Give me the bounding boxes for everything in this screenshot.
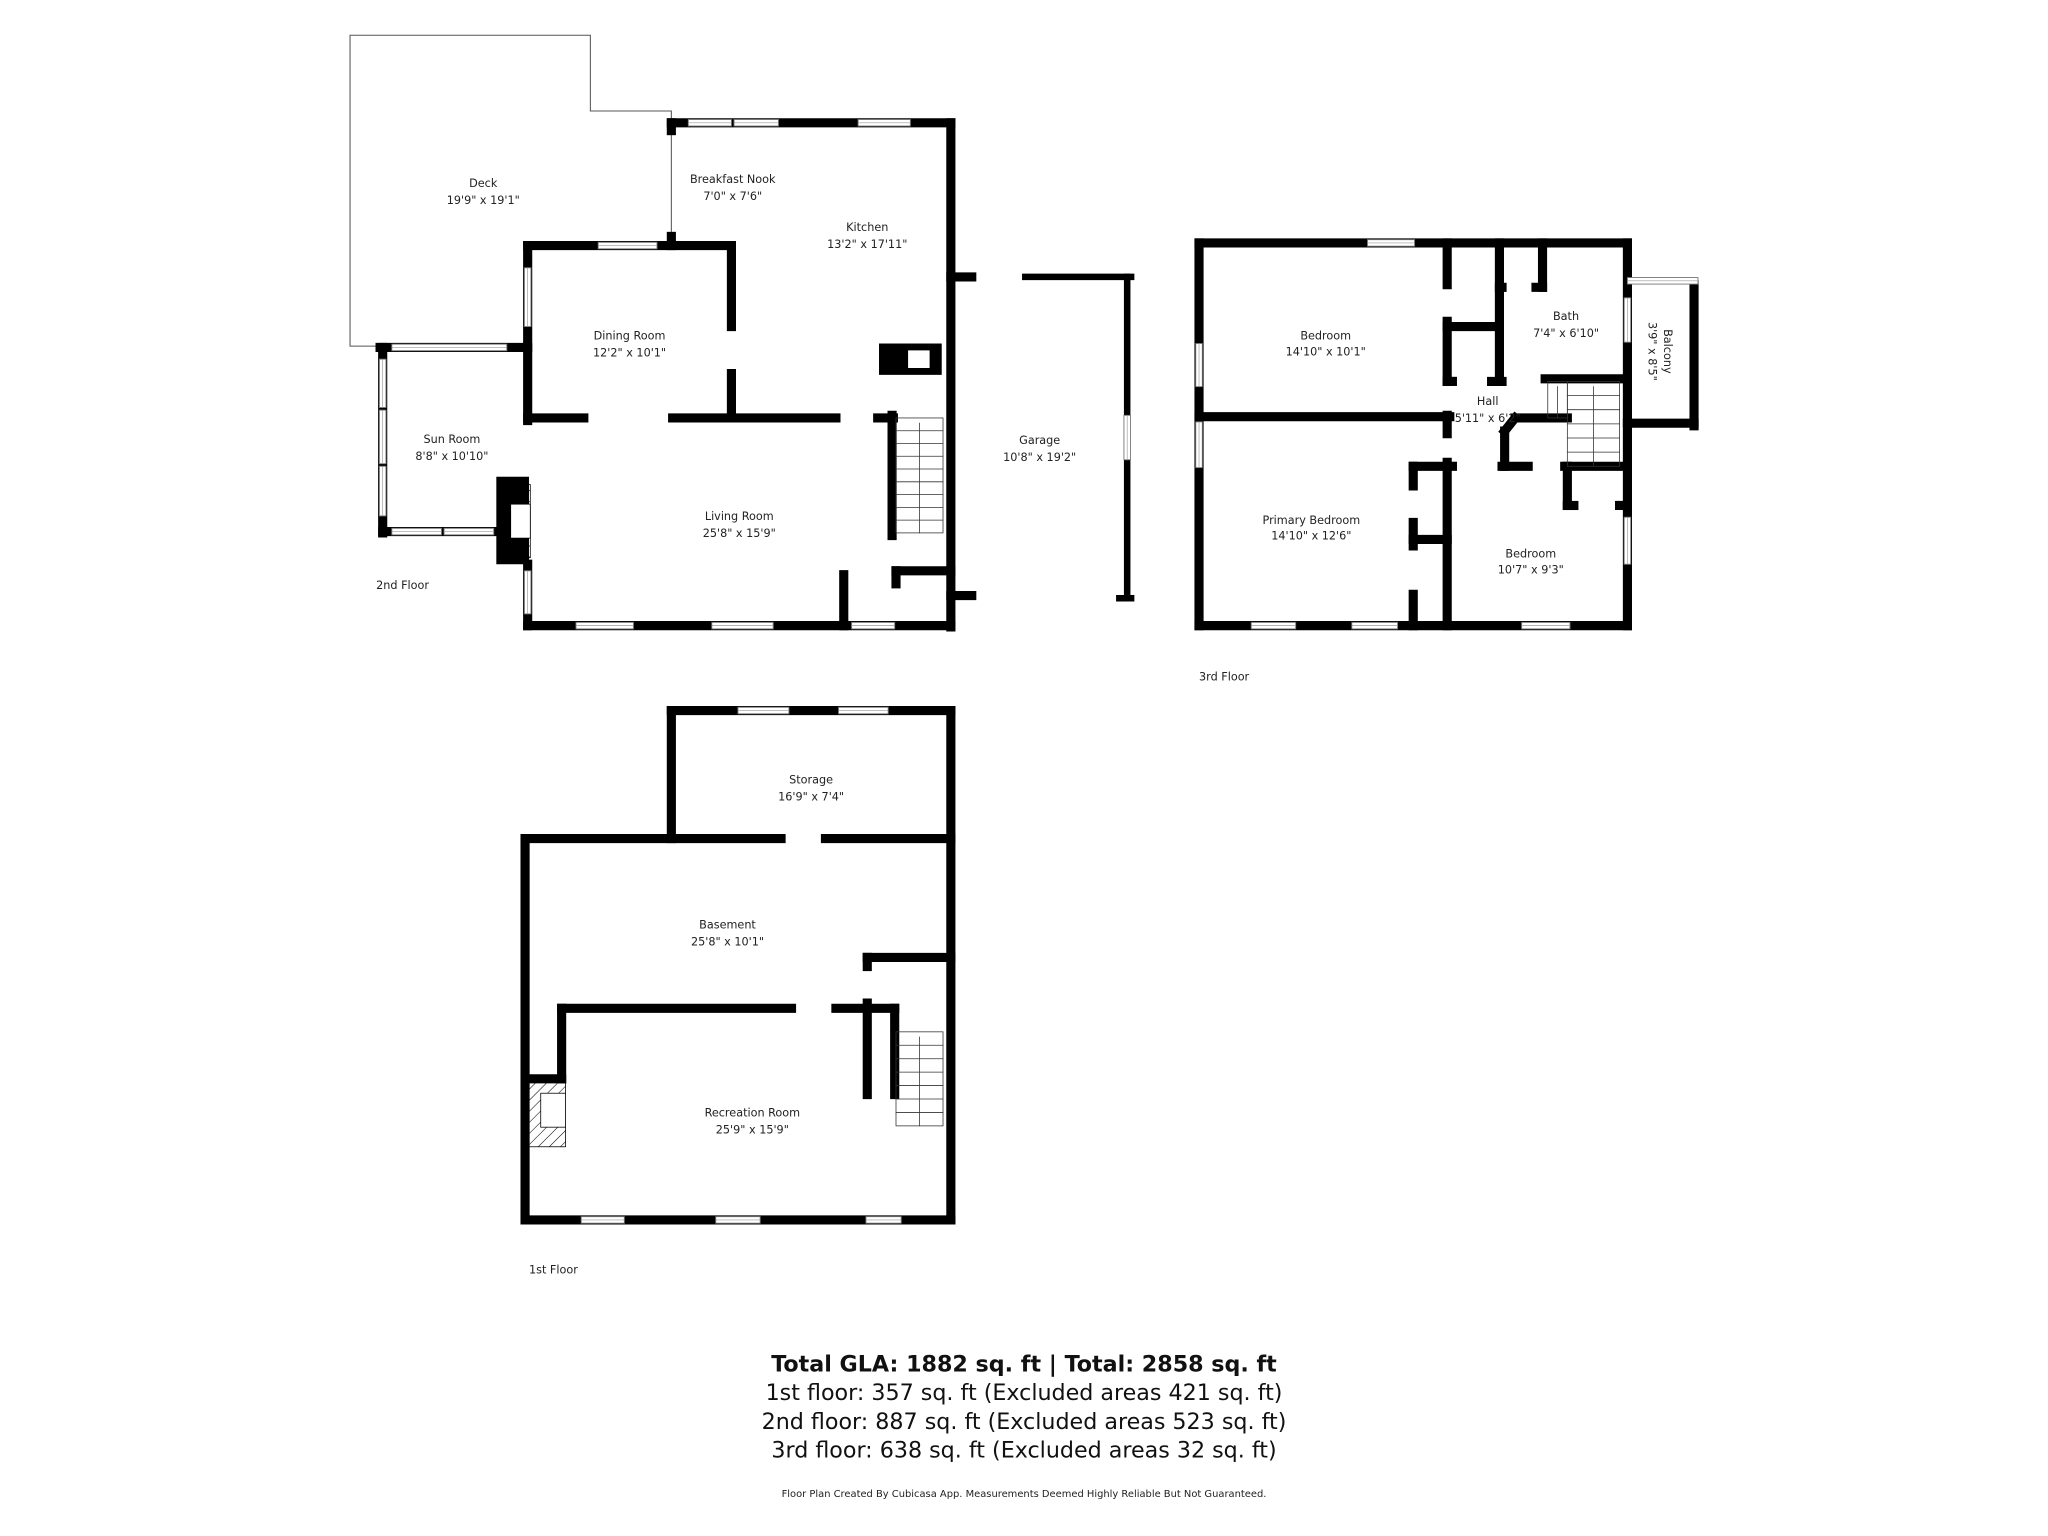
- room-size-kitchen: 13'2" x 17'11": [827, 238, 907, 251]
- room-name-recreation-room: Recreation Room: [705, 1107, 801, 1120]
- room-name-bedroom-2: Bedroom: [1505, 548, 1556, 561]
- room-size-sun-room: 8'8" x 10'10": [415, 450, 488, 463]
- room-size-hall: 5'11" x 6'2": [1455, 412, 1521, 425]
- room-name-balcony: Balcony: [1661, 329, 1674, 374]
- room-name-primary-bedroom: Primary Bedroom: [1263, 514, 1361, 527]
- room-size-bedroom-1: 14'10" x 10'1": [1286, 345, 1366, 358]
- room-size-storage: 16'9" x 7'4": [778, 791, 844, 804]
- room-size-bath: 7'4" x 6'10": [1533, 327, 1599, 340]
- room-size-dining-room: 12'2" x 10'1": [593, 347, 666, 360]
- room-name-living-room: Living Room: [705, 510, 774, 523]
- summary-2nd-floor: 2nd floor: 887 sq. ft (Excluded areas 52…: [762, 1409, 1287, 1435]
- room-size-breakfast-nook: 7'0" x 7'6": [703, 190, 762, 203]
- room-name-kitchen: Kitchen: [846, 221, 888, 234]
- room-size-garage: 10'8" x 19'2": [1003, 451, 1076, 464]
- room-name-garage: Garage: [1019, 434, 1060, 447]
- room-size-recreation-room: 25'9" x 15'9": [716, 1124, 789, 1137]
- room-size-balcony: 3'9" x 8'5": [1645, 322, 1658, 381]
- kitchen-chimney-block: [879, 343, 942, 375]
- room-size-deck: 19'9" x 19'1": [447, 194, 520, 207]
- room-name-bath: Bath: [1553, 310, 1579, 323]
- floor-label-3rd: 3rd Floor: [1199, 670, 1250, 683]
- walls: [375, 118, 1699, 1225]
- room-size-basement: 25'8" x 10'1": [691, 936, 764, 949]
- room-size-primary-bedroom: 14'10" x 12'6": [1271, 529, 1351, 542]
- summary-total: Total GLA: 1882 sq. ft | Total: 2858 sq.…: [771, 1351, 1277, 1377]
- room-name-sun-room: Sun Room: [423, 433, 480, 446]
- room-name-bedroom-1: Bedroom: [1300, 330, 1351, 343]
- room-name-storage: Storage: [789, 774, 833, 787]
- stairs: [895, 380, 1620, 1127]
- room-name-hall: Hall: [1477, 395, 1499, 408]
- floor-label-2nd: 2nd Floor: [376, 579, 429, 592]
- deck-outline: [349, 34, 672, 347]
- room-name-breakfast-nook: Breakfast Nook: [690, 173, 776, 186]
- room-name-dining-room: Dining Room: [594, 330, 666, 343]
- windows: [378, 119, 1699, 1224]
- room-size-living-room: 25'8" x 15'9": [703, 527, 776, 540]
- room-name-deck: Deck: [469, 177, 498, 190]
- summary-1st-floor: 1st floor: 357 sq. ft (Excluded areas 42…: [766, 1380, 1283, 1406]
- fireplace-2nd-floor: [496, 476, 531, 565]
- footer-disclaimer: Floor Plan Created By Cubicasa App. Meas…: [782, 1489, 1267, 1500]
- floor-label-1st: 1st Floor: [529, 1263, 578, 1276]
- fireplace-1st-floor: [528, 1078, 566, 1148]
- room-name-basement: Basement: [699, 919, 756, 932]
- summary-3rd-floor: 3rd floor: 638 sq. ft (Excluded areas 32…: [771, 1438, 1276, 1464]
- room-size-bedroom-2: 10'7" x 9'3": [1498, 563, 1564, 576]
